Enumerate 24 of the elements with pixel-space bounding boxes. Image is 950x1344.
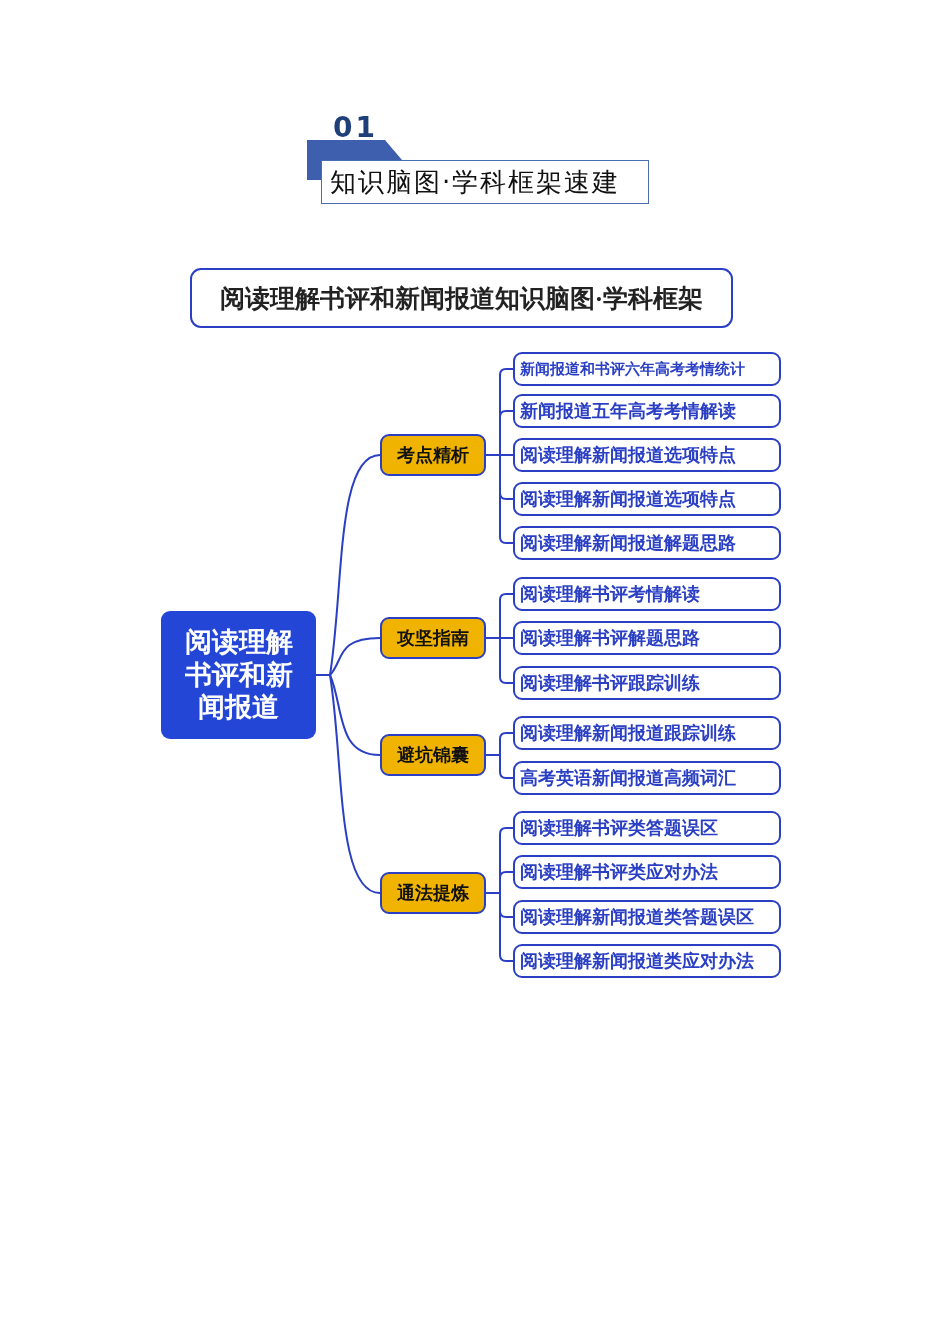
- subtopic-box: 阅读理解书评类应对办法: [513, 855, 781, 889]
- branch-topic-box: 通法提炼: [380, 872, 486, 914]
- diagram-title: 阅读理解书评和新闻报道知识脑图·学科框架: [190, 268, 733, 328]
- subtopic-box: 阅读理解新闻报道解题思路: [513, 526, 781, 560]
- branch-topic-box: 攻坚指南: [380, 617, 486, 659]
- subtopic-box: 阅读理解新闻报道类答题误区: [513, 900, 781, 934]
- subtopic-box: 高考英语新闻报道高频词汇: [513, 761, 781, 795]
- subtopic-box: 阅读理解新闻报道选项特点: [513, 482, 781, 516]
- branch-topic-box: 避坑锦囊: [380, 734, 486, 776]
- subtopic-box: 新闻报道五年高考考情解读: [513, 394, 781, 428]
- subtopic-box: 阅读理解书评跟踪训练: [513, 666, 781, 700]
- root-topic-box: 阅读理解书评和新闻报道: [161, 611, 316, 739]
- subtopic-box: 阅读理解书评类答题误区: [513, 811, 781, 845]
- connector-line: [315, 674, 381, 894]
- subtopic-box: 阅读理解新闻报道跟踪训练: [513, 716, 781, 750]
- subtopic-box: 新闻报道和书评六年高考考情统计: [513, 352, 781, 386]
- connector-line: [485, 637, 514, 684]
- subtopic-box: 阅读理解书评解题思路: [513, 621, 781, 655]
- branch-topic-box: 考点精析: [380, 434, 486, 476]
- subtopic-box: 阅读理解书评考情解读: [513, 577, 781, 611]
- section-heading: 知识脑图·学科框架速建: [321, 160, 649, 204]
- subtopic-box: 阅读理解新闻报道选项特点: [513, 438, 781, 472]
- subtopic-box: 阅读理解新闻报道类应对办法: [513, 944, 781, 978]
- section-number: 01: [333, 114, 378, 142]
